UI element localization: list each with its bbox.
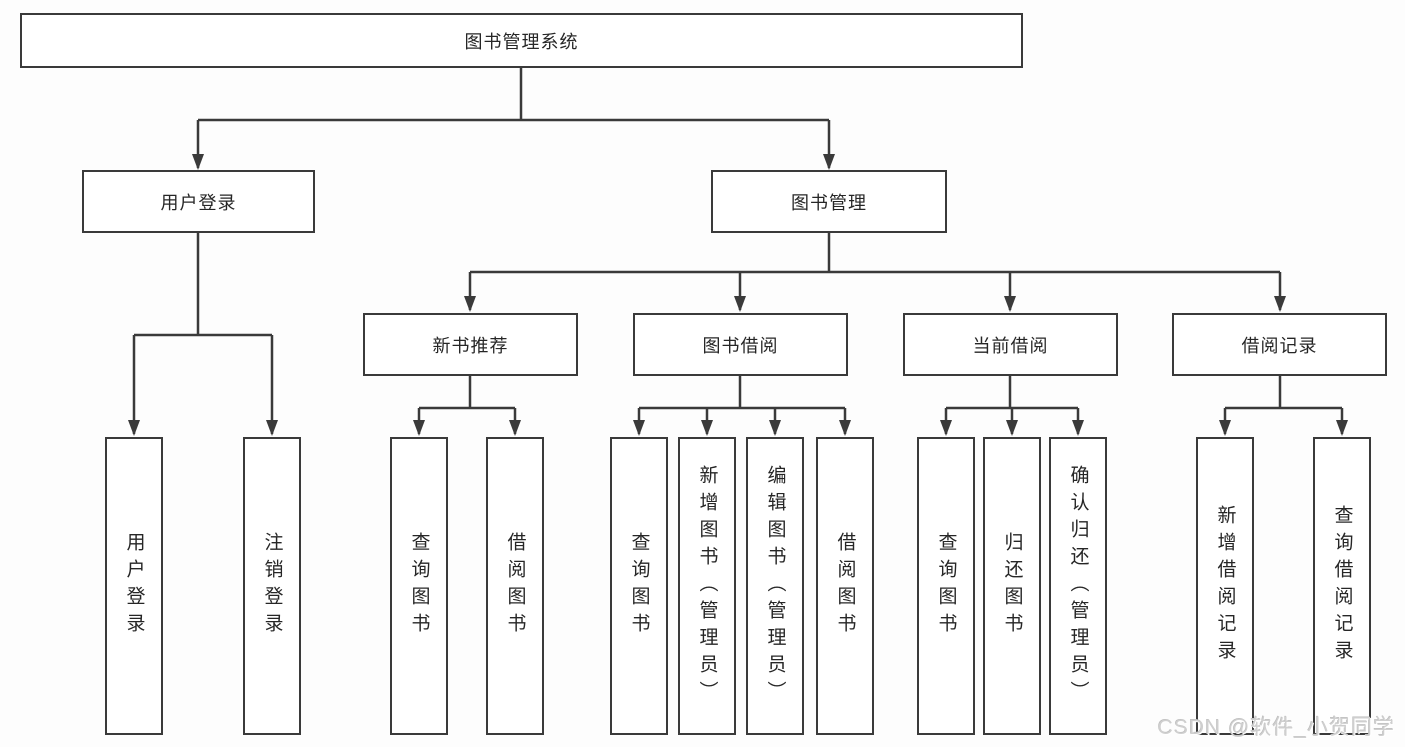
- leaf-add-book-admin: 新增图书（管理员）: [678, 437, 736, 735]
- leaf-return-books-label: 归还图书: [1001, 532, 1023, 640]
- leaf-edit-book-admin: 编辑图书（管理员）: [746, 437, 804, 735]
- leaf-confirm-return-admin-label: 确认归还（管理员）: [1067, 464, 1089, 708]
- leaf-confirm-return-admin: 确认归还（管理员）: [1049, 437, 1107, 735]
- connector-book-management: [464, 233, 1286, 312]
- leaf-borrow-books-label: 借阅图书: [834, 532, 856, 640]
- node-library-system: 图书管理系统: [20, 13, 1023, 68]
- leaf-borrow-books-recommend-label: 借阅图书: [504, 532, 526, 640]
- leaf-user-login: 用户登录: [105, 437, 163, 735]
- leaf-user-login-label: 用户登录: [123, 532, 145, 640]
- connector-borrowing-records: [1219, 376, 1348, 436]
- leaf-query-books-recommend: 查询图书: [390, 437, 448, 735]
- leaf-query-books-borrow: 查询图书: [610, 437, 668, 735]
- leaf-return-books: 归还图书: [983, 437, 1041, 735]
- leaf-query-books-recommend-label: 查询图书: [408, 532, 430, 640]
- leaf-add-borrow-record: 新增借阅记录: [1196, 437, 1254, 735]
- node-book-management: 图书管理: [711, 170, 947, 233]
- connector-current-borrowing: [940, 376, 1084, 436]
- node-borrowing-records: 借阅记录: [1172, 313, 1387, 376]
- leaf-add-borrow-record-label: 新增借阅记录: [1214, 505, 1236, 667]
- connector-user-login: [128, 233, 278, 436]
- leaf-logout: 注销登录: [243, 437, 301, 735]
- leaf-query-books-borrow-label: 查询图书: [628, 532, 650, 640]
- connector-book-borrowing: [633, 376, 851, 436]
- node-current-borrowing: 当前借阅: [903, 313, 1118, 376]
- leaf-edit-book-admin-label: 编辑图书（管理员）: [764, 464, 786, 708]
- leaf-query-borrow-record-label: 查询借阅记录: [1331, 505, 1353, 667]
- leaf-borrow-books: 借阅图书: [816, 437, 874, 735]
- node-book-borrowing: 图书借阅: [633, 313, 848, 376]
- leaf-logout-label: 注销登录: [261, 532, 283, 640]
- leaf-query-books-current: 查询图书: [917, 437, 975, 735]
- leaf-add-book-admin-label: 新增图书（管理员）: [696, 464, 718, 708]
- node-new-book-recommend: 新书推荐: [363, 313, 578, 376]
- connector-new-book: [413, 376, 521, 436]
- leaf-query-borrow-record: 查询借阅记录: [1313, 437, 1371, 735]
- csdn-watermark: CSDN @软件_小贺同学: [1157, 716, 1395, 739]
- leaf-borrow-books-recommend: 借阅图书: [486, 437, 544, 735]
- node-user-login: 用户登录: [82, 170, 315, 233]
- connector-root: [192, 68, 835, 170]
- leaf-query-books-current-label: 查询图书: [935, 532, 957, 640]
